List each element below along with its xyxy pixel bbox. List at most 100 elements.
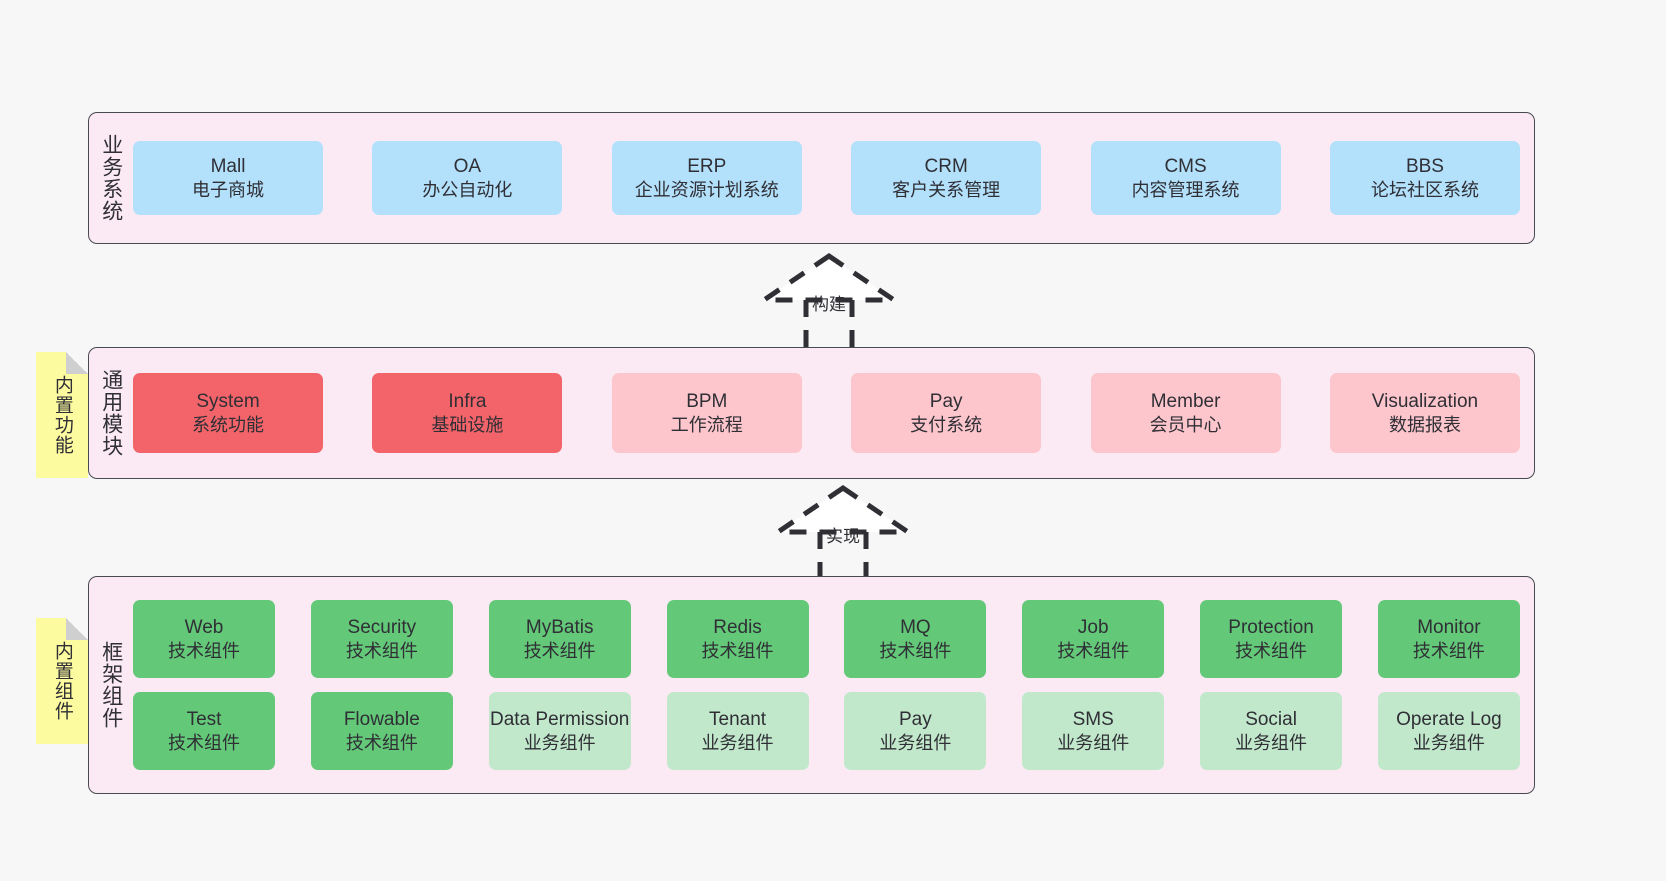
connector-implement-label: 实现 bbox=[826, 527, 860, 546]
card-subtitle: 业务组件 bbox=[1235, 732, 1308, 753]
card-subtitle: 基础设施 bbox=[431, 414, 504, 435]
card-title: Pay bbox=[899, 708, 932, 730]
card-title: Mall bbox=[210, 155, 246, 177]
card-pay[interactable]: Pay 支付系统 bbox=[851, 373, 1042, 453]
card-subtitle: 技术组件 bbox=[701, 640, 774, 661]
card-title: Tenant bbox=[709, 708, 767, 730]
card-row: Mall 电子商城 OA 办公自动化 ERP 企业资源计划系统 CRM 客户关系… bbox=[133, 141, 1520, 215]
card-subtitle: 技术组件 bbox=[879, 640, 952, 661]
card-subtitle: 业务组件 bbox=[1412, 732, 1485, 753]
card-row: Web 技术组件 Security 技术组件 MyBatis 技术组件 Redi… bbox=[133, 600, 1520, 678]
layer-body-business-systems: Mall 电子商城 OA 办公自动化 ERP 企业资源计划系统 CRM 客户关系… bbox=[133, 113, 1534, 243]
card-title: Social bbox=[1245, 708, 1297, 730]
card-cms[interactable]: CMS 内容管理系统 bbox=[1090, 141, 1281, 215]
card-bpm[interactable]: BPM 工作流程 bbox=[611, 373, 802, 453]
card-mall[interactable]: Mall 电子商城 bbox=[133, 141, 323, 215]
card-subtitle: 技术组件 bbox=[345, 640, 418, 661]
card-web[interactable]: Web 技术组件 bbox=[133, 600, 275, 678]
note-builtin-component: 内置组件 bbox=[36, 618, 88, 744]
card-erp[interactable]: ERP 企业资源计划系统 bbox=[611, 141, 802, 215]
layer-business-systems: 业务系统 Mall 电子商城 OA 办公自动化 ERP 企业资源计划系统 CRM… bbox=[88, 112, 1535, 244]
card-title: ERP bbox=[687, 155, 727, 177]
card-title: Visualization bbox=[1371, 390, 1479, 412]
card-title: Web bbox=[184, 616, 224, 638]
card-security[interactable]: Security 技术组件 bbox=[310, 600, 453, 678]
card-title: Infra bbox=[448, 390, 487, 412]
card-row: Test 技术组件 Flowable 技术组件 Data Permission … bbox=[133, 692, 1520, 770]
card-title: OA bbox=[453, 155, 482, 177]
card-mq[interactable]: MQ 技术组件 bbox=[844, 600, 987, 678]
card-oa[interactable]: OA 办公自动化 bbox=[372, 141, 563, 215]
card-visualization[interactable]: Visualization 数据报表 bbox=[1329, 373, 1520, 453]
card-title: Security bbox=[347, 616, 417, 638]
card-monitor[interactable]: Monitor 技术组件 bbox=[1377, 600, 1520, 678]
card-subtitle: 电子商城 bbox=[192, 179, 264, 200]
card-mybatis[interactable]: MyBatis 技术组件 bbox=[488, 600, 631, 678]
layer-title-common-modules: 通用模块 bbox=[99, 369, 123, 457]
layer-body-framework-components: Web 技术组件 Security 技术组件 MyBatis 技术组件 Redi… bbox=[133, 577, 1534, 793]
connector-build: 构建 bbox=[734, 252, 924, 355]
card-subtitle: 技术组件 bbox=[1235, 640, 1308, 661]
card-infra[interactable]: Infra 基础设施 bbox=[372, 373, 563, 453]
card-title: BPM bbox=[686, 390, 728, 412]
card-member[interactable]: Member 会员中心 bbox=[1090, 373, 1281, 453]
card-subtitle: 技术组件 bbox=[1412, 640, 1485, 661]
card-title: Test bbox=[186, 708, 222, 730]
card-subtitle: 工作流程 bbox=[670, 414, 743, 435]
card-subtitle: 业务组件 bbox=[1057, 732, 1130, 753]
card-subtitle: 技术组件 bbox=[345, 732, 418, 753]
card-title: Member bbox=[1150, 390, 1221, 412]
layer-common-modules: 通用模块 System 系统功能 Infra 基础设施 BPM 工作流程 Pay… bbox=[88, 347, 1535, 479]
card-row: System 系统功能 Infra 基础设施 BPM 工作流程 Pay 支付系统… bbox=[133, 373, 1520, 453]
card-operate-log[interactable]: Operate Log 业务组件 bbox=[1377, 692, 1520, 770]
card-bbs[interactable]: BBS 论坛社区系统 bbox=[1329, 141, 1520, 215]
card-data-permission[interactable]: Data Permission 业务组件 bbox=[488, 692, 631, 770]
layer-title-business-systems: 业务系统 bbox=[99, 134, 123, 222]
folded-corner-icon bbox=[66, 352, 88, 374]
card-title: Monitor bbox=[1417, 616, 1481, 638]
connector-implement: 实现 bbox=[748, 484, 938, 587]
connector-build-label: 构建 bbox=[812, 295, 846, 314]
card-subtitle: 技术组件 bbox=[168, 640, 240, 661]
card-subtitle: 技术组件 bbox=[168, 732, 240, 753]
card-title: Protection bbox=[1228, 616, 1314, 638]
layer-title-framework-components: 框架组件 bbox=[99, 641, 123, 729]
card-job[interactable]: Job 技术组件 bbox=[1022, 600, 1165, 678]
card-system[interactable]: System 系统功能 bbox=[133, 373, 323, 453]
card-redis[interactable]: Redis 技术组件 bbox=[666, 600, 809, 678]
card-sms[interactable]: SMS 业务组件 bbox=[1022, 692, 1165, 770]
card-tenant[interactable]: Tenant 业务组件 bbox=[666, 692, 809, 770]
card-test[interactable]: Test 技术组件 bbox=[133, 692, 275, 770]
card-subtitle: 客户关系管理 bbox=[892, 179, 1001, 200]
note-builtin-function: 内置功能 bbox=[36, 352, 88, 478]
card-subtitle: 企业资源计划系统 bbox=[634, 179, 779, 200]
card-title: MQ bbox=[900, 616, 931, 638]
card-flowable[interactable]: Flowable 技术组件 bbox=[310, 692, 453, 770]
card-subtitle: 业务组件 bbox=[523, 732, 596, 753]
card-subtitle: 业务组件 bbox=[879, 732, 952, 753]
layer-framework-components: 框架组件 Web 技术组件 Security 技术组件 MyBatis 技术组件… bbox=[88, 576, 1535, 794]
card-title: MyBatis bbox=[525, 616, 594, 638]
card-title: BBS bbox=[1405, 155, 1444, 177]
note-label: 内置功能 bbox=[51, 375, 73, 455]
card-pay-business[interactable]: Pay 业务组件 bbox=[844, 692, 987, 770]
card-title: CMS bbox=[1164, 155, 1207, 177]
card-subtitle: 技术组件 bbox=[1057, 640, 1130, 661]
connector-implement-arrow bbox=[769, 484, 917, 587]
card-subtitle: 论坛社区系统 bbox=[1370, 179, 1479, 200]
card-title: Pay bbox=[929, 390, 963, 412]
card-subtitle: 技术组件 bbox=[523, 640, 596, 661]
card-title: Operate Log bbox=[1396, 708, 1502, 730]
layer-body-common-modules: System 系统功能 Infra 基础设施 BPM 工作流程 Pay 支付系统… bbox=[133, 348, 1534, 478]
card-title: Redis bbox=[713, 616, 762, 638]
card-title: SMS bbox=[1072, 708, 1114, 730]
card-subtitle: 数据报表 bbox=[1388, 414, 1461, 435]
card-protection[interactable]: Protection 技术组件 bbox=[1200, 600, 1343, 678]
card-social[interactable]: Social 业务组件 bbox=[1200, 692, 1343, 770]
card-title: CRM bbox=[924, 155, 968, 177]
folded-corner-icon bbox=[66, 618, 88, 640]
card-crm[interactable]: CRM 客户关系管理 bbox=[851, 141, 1042, 215]
card-title: Data Permission bbox=[489, 708, 630, 730]
card-title: System bbox=[196, 390, 260, 412]
